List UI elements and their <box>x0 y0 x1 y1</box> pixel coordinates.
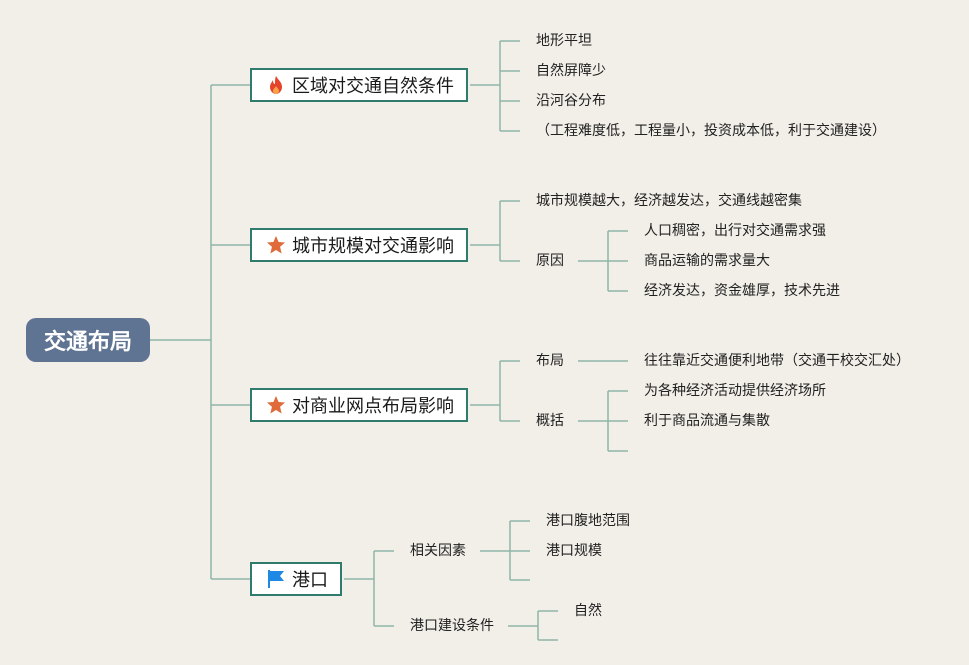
leaf-item[interactable]: 沿河谷分布 <box>536 93 606 109</box>
branch-label: 对商业网点布局影响 <box>292 396 454 417</box>
leaf-item[interactable]: 利于商品流通与集散 <box>644 413 770 429</box>
leaf-item[interactable]: 自然 <box>574 603 602 619</box>
branch-port[interactable]: 港口 <box>250 562 342 596</box>
sub-topic-construction[interactable]: 港口建设条件 <box>410 618 494 634</box>
leaf-item[interactable]: 经济发达，资金雄厚，技术先进 <box>644 283 840 299</box>
flag-icon <box>266 569 286 589</box>
sub-topic-reason[interactable]: 原因 <box>536 253 564 269</box>
star-icon <box>266 235 286 255</box>
leaf-item[interactable]: 往往靠近交通便利地带（交通干校交汇处） <box>644 353 910 369</box>
leaf-item[interactable]: 城市规模越大，经济越发达，交通线越密集 <box>536 193 802 209</box>
leaf-item[interactable]: 港口规模 <box>546 543 602 559</box>
fire-icon <box>266 75 286 95</box>
leaf-item[interactable]: 商品运输的需求量大 <box>644 253 770 269</box>
leaf-item[interactable]: 为各种经济活动提供经济场所 <box>644 383 826 399</box>
sub-topic-factors[interactable]: 相关因素 <box>410 543 466 559</box>
root-node[interactable]: 交通布局 <box>26 318 150 362</box>
leaf-item[interactable]: 地形平坦 <box>536 33 592 49</box>
branch-label: 港口 <box>292 570 328 591</box>
branch-city-scale[interactable]: 城市规模对交通影响 <box>250 228 468 262</box>
leaf-item[interactable]: 港口腹地范围 <box>546 513 630 529</box>
sub-topic-summary[interactable]: 概括 <box>536 413 564 429</box>
sub-topic-layout[interactable]: 布局 <box>536 353 564 369</box>
branch-commerce-layout[interactable]: 对商业网点布局影响 <box>250 388 468 422</box>
branch-natural-conditions[interactable]: 区域对交通自然条件 <box>250 68 468 102</box>
branch-label: 区域对交通自然条件 <box>292 76 454 97</box>
branch-label: 城市规模对交通影响 <box>292 236 454 257</box>
leaf-item[interactable]: （工程难度低，工程量小，投资成本低，利于交通建设） <box>536 123 886 139</box>
star-icon <box>266 395 286 415</box>
leaf-item[interactable]: 人口稠密，出行对交通需求强 <box>644 223 826 239</box>
leaf-item[interactable]: 自然屏障少 <box>536 63 606 79</box>
